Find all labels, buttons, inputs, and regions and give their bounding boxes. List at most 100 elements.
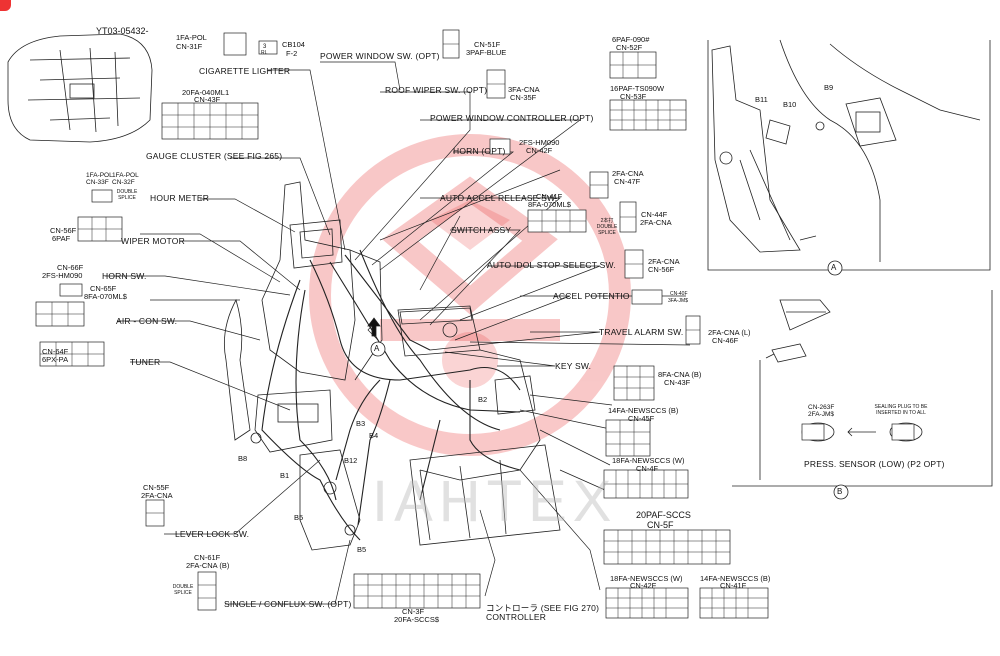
code-cn33f-a: 1FA-POL (86, 172, 113, 179)
label-power-window-sw: POWER WINDOW SW. (OPT) (320, 51, 440, 61)
label-horn-opt: HORN (OPT) (453, 146, 506, 156)
corner-badge (0, 0, 11, 11)
label-controller-en: CONTROLLER (486, 612, 547, 622)
document-id: YT03-05432- (96, 26, 149, 36)
code-cn263f-b: 2FA-JM$ (808, 411, 835, 418)
code-cn56f-b: 6PAF (52, 234, 71, 243)
harness-b9: B9 (824, 83, 834, 92)
code-cn5f-b: CN-5F (647, 520, 674, 530)
code-cn53f-b: CN-53F (620, 92, 647, 101)
view-b-detail (732, 290, 993, 487)
code-cn56f-a: CN-56F (50, 226, 77, 235)
label-auto-accel-release: AUTO ACCEL RELEASE SW. (440, 193, 558, 203)
code-cn52f-b: CN-52F (616, 43, 643, 52)
code-cn42f2-b: CN-42F (630, 581, 657, 590)
code-cn32f-b: CN-32F (112, 179, 135, 186)
code-seal-note: SEALING PLUG TO BE INSERTED IN TO ALL (874, 404, 928, 416)
harness-b8: B8 (238, 454, 248, 463)
code-cn44f-c: 2本打 DOUBLE SPLICE (596, 218, 618, 236)
code-cn52f-a: 6PAF-090# (612, 35, 650, 44)
code-cb104-b: F-2 (286, 49, 298, 58)
code-cn42f-a: 2FS-HM090 (519, 138, 560, 147)
harness-b5-a: B5 (294, 513, 304, 522)
label-press-sensor: PRESS. SENSOR (LOW) (P2 OPT) (804, 459, 945, 469)
cab-overview-sketch (7, 33, 153, 143)
harness-b1: B1 (280, 471, 290, 480)
code-cn66f-a: CN-66F (57, 263, 84, 272)
code-cn33f-b: CN-33F (86, 179, 109, 186)
code-cn47f-a: 2FA-CNA (612, 169, 644, 178)
harness-b12: B12 (344, 456, 358, 465)
code-cn65f-a: CN-65F (90, 284, 117, 293)
code-cn5f-a: 20PAF-SCCS (636, 510, 691, 520)
label-single-conflux: SINGLE / CONFLUX SW. (OPT) (224, 599, 352, 609)
label-power-window-controller: POWER WINDOW CONTROLLER (OPT) (430, 113, 594, 123)
code-cn64f-a: CN-64F (42, 347, 69, 356)
code-cn3f-b: 20FA-SCCS$ (394, 615, 440, 624)
code-cn44f-b: 2FA-CNA (640, 218, 672, 227)
code-cn65f-b: 8FA-070ML$ (84, 292, 127, 301)
code-cn53f-a: 16PAF-TS090W (610, 84, 665, 93)
harness-b5-b: B5 (357, 545, 367, 554)
label-wiper-motor: WIPER MOTOR (121, 236, 185, 246)
code-cn41f-b: 8FA-070ML$ (528, 200, 571, 209)
code-cn43f2-b: CN-43F (664, 378, 691, 387)
code-cn4f-b: CN-4F (636, 464, 659, 473)
harness-b10: B10 (783, 100, 797, 109)
code-cn43f-b: CN-43F (194, 95, 221, 104)
code-cn4f-a: 18FA-NEWSCCS (W) (612, 456, 685, 465)
code-cn31f-a: 1FA-POL (176, 33, 207, 42)
code-cn46f-b: CN-46F (712, 336, 739, 345)
label-roof-wiper-sw: ROOF WIPER SW. (OPT) (385, 85, 488, 95)
code-cn45f-a: 14FA-NEWSCCS (B) (608, 406, 679, 415)
code-cn51f-b: 3PAF-BLUE (466, 48, 507, 57)
code-cn44f-a: CN-44F (641, 210, 668, 219)
label-auto-idol-stop: AUTO IDOL STOP SELECT SW. (487, 260, 616, 270)
code-cn43f2-a: 8FA-CNA (B) (658, 370, 702, 379)
code-cn55f-b: 2FA-CNA (141, 491, 173, 500)
callout-leader-lines (105, 61, 691, 605)
marker-a: A (374, 344, 380, 353)
code-cn263f-a: CN-263F (808, 404, 835, 411)
code-cn51f-a: CN-51F (474, 40, 501, 49)
code-cn35f-a: 3FA-CNA (508, 85, 540, 94)
code-cn35f-b: CN-35F (510, 93, 537, 102)
label-key-sw: KEY SW. (555, 361, 592, 371)
code-cn47f-b: CN-47F (614, 177, 641, 186)
label-horn-sw: HORN SW. (102, 271, 147, 281)
marker-a-circle (370, 341, 386, 357)
connector-grid-lines (36, 43, 768, 618)
code-cn41f2-a: 14FA-NEWSCCS (B) (700, 574, 771, 583)
label-travel-alarm: TRAVEL ALARM SW. (599, 327, 684, 337)
code-double-splice-a: DOUBLE SPLICE (116, 189, 138, 201)
label-tuner: TUNER (130, 357, 161, 367)
view-a-detail (707, 39, 991, 271)
code-cn32f-a: 1FA-POL (112, 172, 139, 179)
code-cn56f2-b: CN-56F (648, 265, 675, 274)
code-cn61f-b: 2FA-CNA (B) (186, 561, 230, 570)
harness-wires (261, 249, 521, 541)
label-switch-assy: SWITCH ASSY (451, 225, 512, 235)
code-cn46f-a: 2FA-CNA (L) (708, 328, 751, 337)
code-cn45f-b: CN-45F (628, 414, 655, 423)
code-cn56f2-a: 2FA-CNA (648, 257, 680, 266)
code-cn3f-a: CN-3F (402, 607, 425, 616)
harness-b2: B2 (478, 395, 488, 404)
watermark-text: IAHTEX (372, 469, 618, 534)
code-cn42f2-a: 18FA-NEWSCCS (W) (610, 574, 683, 583)
marker-a-view: A (831, 263, 837, 272)
label-controller-jp: コントローラ (SEE FIG 270) (486, 603, 600, 613)
code-cn55f-a: CN-55F (143, 483, 170, 492)
code-cn66f-b: 2FS-HM090 (42, 271, 83, 280)
marker-b-view-circle (833, 484, 849, 500)
code-cb104-box2: RL (261, 50, 268, 56)
code-cn40f-a: CN-40F (670, 291, 688, 297)
code-double-splice-b: DOUBLE SPLICE (172, 584, 194, 596)
harness-b3: B3 (356, 419, 366, 428)
code-cn31f-b: CN-31F (176, 42, 203, 51)
code-cb104-a: CB104 (282, 40, 305, 49)
code-cb104-box: 3 (263, 44, 267, 50)
label-cigarette-lighter: CIGARETTE LIGHTER (199, 66, 291, 76)
code-cn61f-a: CN-61F (194, 553, 221, 562)
